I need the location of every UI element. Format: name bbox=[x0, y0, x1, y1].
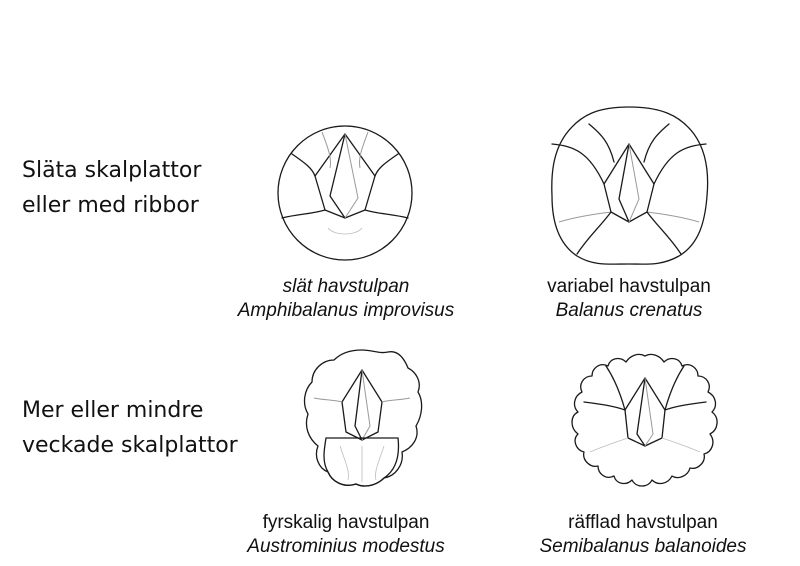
common-name: variabel havstulpan bbox=[547, 276, 711, 297]
four-plate-barnacle-icon bbox=[300, 346, 424, 490]
species-caption: variabel havstulpan Balanus crenatus bbox=[479, 275, 779, 323]
species-caption: slät havstulpan Amphibalanus improvisus bbox=[196, 275, 496, 323]
group-label-line: eller med ribbor bbox=[22, 193, 199, 218]
fluted-barnacle-icon bbox=[570, 352, 720, 492]
common-name: slät havstulpan bbox=[282, 276, 410, 297]
latin-name: Amphibalanus improvisus bbox=[237, 300, 455, 321]
group-label-folded: Mer eller mindre veckade skalplattor bbox=[22, 393, 238, 463]
smooth-barnacle-icon bbox=[270, 118, 420, 268]
species-caption: fyrskalig havstulpan Austrominius modest… bbox=[196, 511, 496, 559]
group-label-line: Släta skalplattor bbox=[22, 158, 202, 183]
latin-name: Balanus crenatus bbox=[555, 300, 703, 321]
latin-name: Semibalanus balanoides bbox=[539, 536, 747, 557]
latin-name: Austrominius modestus bbox=[247, 536, 445, 557]
group-label-smooth: Släta skalplattor eller med ribbor bbox=[22, 153, 201, 223]
group-label-line: veckade skalplattor bbox=[22, 433, 238, 458]
group-label-line: Mer eller mindre bbox=[22, 398, 204, 423]
ribbed-barnacle-icon bbox=[549, 104, 709, 266]
species-caption: räfflad havstulpan Semibalanus balanoide… bbox=[493, 511, 793, 559]
common-name: räfflad havstulpan bbox=[568, 512, 718, 533]
common-name: fyrskalig havstulpan bbox=[262, 512, 430, 533]
